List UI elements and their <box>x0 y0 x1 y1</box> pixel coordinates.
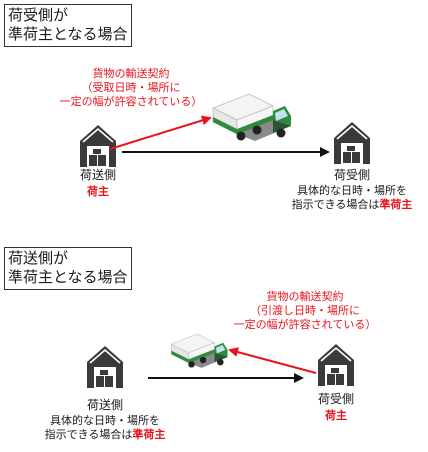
scenario1-contract-line2: （受取日時・場所に <box>81 81 181 94</box>
scenario2-contract-line2: （引渡し日時・場所に <box>250 304 360 317</box>
scenario2-sender-note-line1: 具体的な日時・場所を <box>50 414 160 427</box>
scenario1-receiver-note-line1: 具体的な日時・場所を <box>297 184 407 197</box>
contract-arrow-2 <box>228 347 317 374</box>
sender-warehouse-icon-2 <box>86 345 124 389</box>
scenario1-title-line2: 準荷主となる場合 <box>8 25 128 43</box>
scenario2-receiver-role: 荷主 <box>325 409 347 422</box>
scenario1-receiver-note-prefix: 指示できる場合は <box>291 198 380 211</box>
scenario1-receiver-note-line2: 指示できる場合は準荷主 <box>282 198 422 212</box>
scenario1-sender-role: 荷主 <box>87 185 109 198</box>
receiver-warehouse-icon-2 <box>317 343 355 387</box>
scenario2-sender-note-emph: 準荷主 <box>132 428 166 441</box>
scenario1-contract-line1: 貨物の輸送契約 <box>92 67 170 80</box>
scenario1-title-line1: 荷受側が <box>8 6 69 24</box>
scenario1-receiver-note: 具体的な日時・場所を 指示できる場合は準荷主 <box>282 184 422 212</box>
scenario2-title: 荷送側が 準荷主となる場合 <box>4 247 132 290</box>
scenario1-sender-label: 荷送側 <box>79 168 116 182</box>
scenario2-contract-line1: 貨物の輸送契約 <box>266 290 344 303</box>
scenario2-title-line2: 準荷主となる場合 <box>8 268 128 286</box>
scenario2-receiver-label: 荷受側 <box>317 392 354 406</box>
scenario1-receiver-note-emph: 準荷主 <box>379 198 413 211</box>
scenario2-title-line1: 荷送側が <box>8 249 69 267</box>
scenario1-contract-note: 貨物の輸送契約 （受取日時・場所に 一定の幅が許容されている） <box>36 67 226 109</box>
scenario2-sender-note-prefix: 指示できる場合は <box>44 428 133 441</box>
scenario1-title: 荷受側が 準荷主となる場合 <box>4 4 132 47</box>
receiver-warehouse-icon-1 <box>333 121 371 165</box>
sender-warehouse-icon-1 <box>79 124 117 168</box>
scenario2-contract-note: 貨物の輸送契約 （引渡し日時・場所に 一定の幅が許容されている） <box>210 290 400 332</box>
scenario1-receiver-label: 荷受側 <box>333 168 370 182</box>
scenario2-sender-label: 荷送側 <box>86 398 123 412</box>
scenario2-sender-note: 具体的な日時・場所を 指示できる場合は準荷主 <box>35 414 175 442</box>
scenario2-contract-line3: 一定の幅が許容されている） <box>233 318 377 331</box>
truck-icon-2 <box>170 333 228 369</box>
scenario2-sender-note-line2: 指示できる場合は準荷主 <box>35 428 175 442</box>
scenario1-contract-line3: 一定の幅が許容されている） <box>59 95 203 108</box>
contract-arrow-1 <box>109 115 212 150</box>
